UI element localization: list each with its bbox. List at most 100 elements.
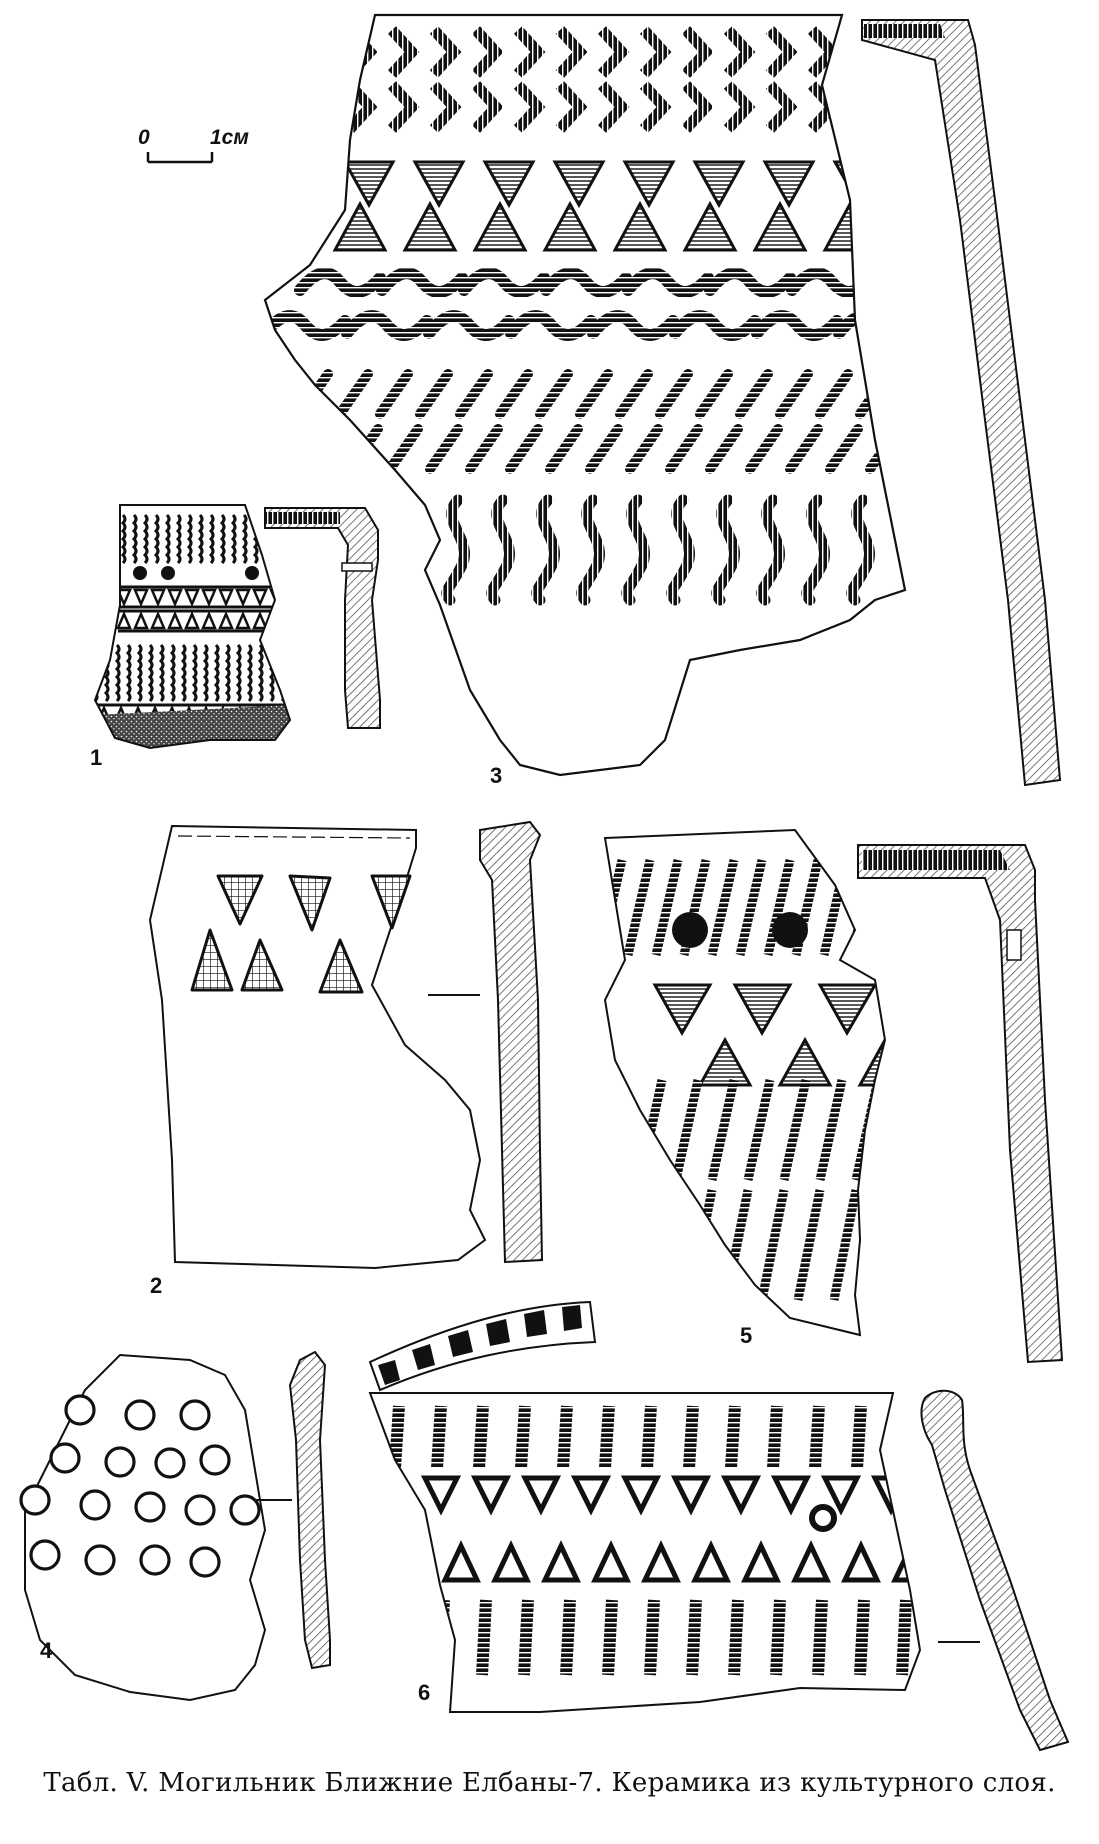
grid-triangles [190, 874, 412, 994]
vertical-stroke [602, 1599, 618, 1676]
s-scroll-band [441, 494, 875, 606]
triangle-band [116, 585, 285, 609]
small-triangle [116, 610, 132, 630]
ring-stamp [19, 1484, 51, 1516]
chevron-mark [555, 81, 588, 133]
diagonal-stroke [785, 424, 823, 474]
wavy-line [114, 643, 121, 703]
small-triangle [133, 610, 149, 630]
wavy-line [279, 643, 286, 703]
hatched-triangle [412, 160, 466, 209]
diagonal-stroke [743, 1079, 775, 1181]
vertical-stroke [686, 1599, 702, 1676]
s-scroll-mark [376, 267, 468, 298]
vertical-stroke [767, 1405, 783, 1469]
small-triangle [150, 588, 166, 608]
outline-triangle [620, 1475, 662, 1516]
chevron-mark [429, 81, 462, 133]
small-triangle [235, 610, 251, 630]
hatched-triangle [472, 200, 528, 252]
s-scroll-mark [423, 310, 515, 341]
scale-bar: 0 1см [138, 126, 249, 164]
chevron-mark [723, 26, 756, 78]
s-scroll-mark [621, 494, 650, 606]
s-scroll-mark [669, 310, 761, 341]
ring-stamp [29, 1539, 61, 1571]
s-scroll-mark [587, 310, 679, 341]
ring-stamp [154, 1447, 186, 1479]
diagonal-stroke [665, 424, 703, 474]
s-scroll-mark [622, 267, 714, 298]
vertical-stroke [851, 1405, 867, 1469]
profile-3 [861, 19, 1062, 787]
scale-one: 1см [210, 126, 249, 149]
ring-stamp [189, 1546, 221, 1578]
vertical-stroke [728, 1599, 744, 1676]
figure-number-6: 6 [418, 1680, 430, 1705]
wavy-line [208, 513, 215, 565]
s-scroll-mark [265, 310, 351, 341]
diagonal-stroke [707, 1079, 739, 1181]
ring-stamp [199, 1444, 231, 1476]
diagonal-stroke [545, 424, 583, 474]
hatched-triangle [697, 1036, 753, 1087]
small-triangle [252, 588, 268, 608]
hatched-triangle [622, 160, 676, 209]
wavy-line [180, 643, 187, 703]
profile-1 [264, 507, 381, 729]
small-triangle [150, 610, 166, 630]
chevron-mark [471, 26, 504, 78]
s-scroll-mark [704, 267, 796, 298]
profile-4 [288, 1350, 331, 1670]
diagonal-stroke [375, 369, 413, 419]
wavy-line [136, 643, 143, 703]
figure-number-2: 2 [150, 1273, 162, 1298]
s-scroll-mark [458, 267, 550, 298]
vertical-stroke [809, 1405, 825, 1469]
hatched-triangle [542, 200, 598, 252]
diagonal-stroke [575, 369, 613, 419]
plate-caption: Табл. V. Могильник Ближние Елбаны-7. Кер… [43, 1768, 1056, 1798]
outline-triangle [841, 1540, 881, 1583]
wavy-lines-band [109, 513, 281, 565]
figure-number-4: 4 [40, 1638, 53, 1663]
s-scroll-mark [711, 494, 740, 606]
hatched-triangle [692, 160, 746, 209]
outline-triangle [770, 1475, 812, 1516]
triangle-band [652, 983, 885, 1087]
diagonal-stroke [775, 369, 813, 419]
diagonal-stroke [825, 424, 863, 474]
hatched-triangle [762, 160, 816, 209]
diagonal-stroke [735, 369, 773, 419]
small-triangle [167, 610, 183, 630]
hatched-triangle [857, 1036, 885, 1087]
diagonal-stroke [655, 369, 693, 419]
figure-number-3: 3 [490, 763, 502, 788]
diagonal-stroke [615, 369, 653, 419]
outline-triangle [570, 1475, 612, 1516]
wavy-line [186, 513, 193, 565]
wavy-line [257, 643, 264, 703]
wavy-line [246, 643, 253, 703]
diagonal-stroke [757, 1189, 789, 1301]
hatched-triangle [682, 200, 738, 252]
rim-section-stripes [378, 1305, 582, 1385]
hatched-triangle [752, 200, 808, 252]
chevron-mark [639, 81, 672, 133]
s-scroll-mark [666, 494, 695, 606]
diagonal-stroke [695, 369, 733, 419]
s-scroll-mark [531, 494, 560, 606]
s-scroll-mark [294, 267, 386, 298]
ring-stamp [124, 1399, 156, 1431]
s-scroll-mark [486, 494, 515, 606]
wavy-line [95, 643, 99, 703]
hatched-triangle [612, 200, 668, 252]
fragment-1: 1 [90, 504, 381, 770]
diagonal-stroke [625, 424, 663, 474]
s-scroll-mark [540, 267, 632, 298]
hatched-triangle [402, 200, 458, 252]
figure-number-5: 5 [740, 1323, 752, 1348]
diagonal-stroke [495, 369, 533, 419]
wavy-line [147, 643, 154, 703]
